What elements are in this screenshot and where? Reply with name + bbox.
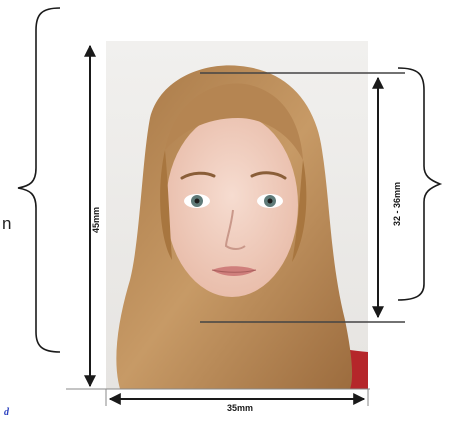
right-curly-brace [397, 67, 443, 301]
left-curly-brace [17, 7, 61, 353]
side-label-fragment: n [2, 214, 12, 233]
height-label: 45mm [91, 207, 101, 234]
corner-mark: d [4, 407, 9, 418]
width-label: 35mm [226, 403, 253, 413]
portrait-photo [106, 41, 368, 390]
face-height-label: 32 - 36mm [392, 181, 402, 227]
